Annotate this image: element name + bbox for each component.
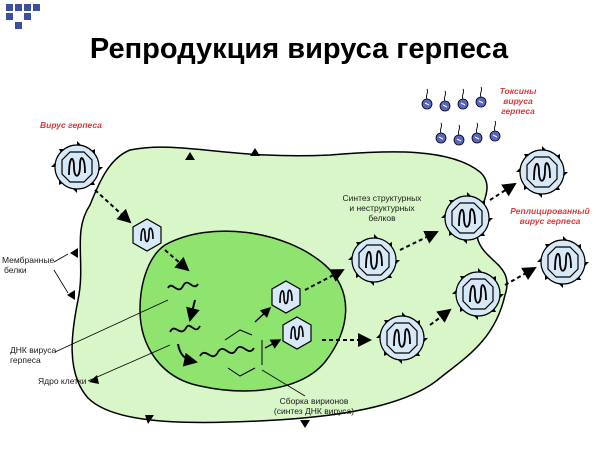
label-herpes-virus: Вирус герпеса (40, 120, 102, 130)
assembly-arrow-2 (264, 339, 282, 349)
slide-decoration (6, 4, 40, 29)
svg-text:белков: белков (368, 213, 396, 223)
viral-dna-strands (167, 281, 255, 358)
svg-text:вирус герпеса: вирус герпеса (520, 216, 581, 226)
toxin-molecules-icon (421, 86, 501, 146)
cell-nucleus (139, 230, 347, 392)
dna-synthesis-lines (224, 329, 263, 377)
release-arrow-1 (489, 182, 517, 201)
svg-text:Токсины: Токсины (500, 86, 537, 96)
svg-text:Сборка вирионов: Сборка вирионов (280, 396, 349, 406)
label-protein-synthesis: Синтез структурных и неструктурных белко… (343, 193, 423, 223)
svg-text:Синтез структурных: Синтез структурных (343, 193, 423, 203)
svg-text:и неструктурных: и неструктурных (349, 203, 415, 213)
assembly-pointer-line (261, 369, 306, 397)
label-viral-dna: ДНК вируса герпеса (10, 345, 57, 365)
label-virion-assembly: Сборка вирионов (синтез ДНК вируса) (274, 396, 354, 416)
page-title: Репродукция вируса герпеса (90, 33, 509, 65)
svg-text:ДНК вируса: ДНК вируса (10, 345, 57, 355)
nucleus-entry-arrow (164, 249, 190, 272)
dna-arrow-2 (177, 343, 198, 367)
dna-pointer-line (54, 299, 169, 353)
label-toxins: Токсины вируса герпеса (500, 86, 537, 116)
dna-arrow-1 (186, 299, 200, 322)
svg-text:герпеса: герпеса (10, 355, 41, 365)
export-arrow-1 (304, 269, 345, 291)
released-virion-1-icon (515, 145, 569, 199)
membrane-pointer-lines (53, 253, 69, 294)
released-virion-2-icon (536, 235, 590, 289)
svg-text:Реплицированный: Реплицированный (510, 206, 590, 216)
release-arrow-2 (504, 267, 537, 286)
membrane-protein-spikes (67, 148, 310, 428)
svg-text:белки: белки (4, 265, 27, 275)
svg-text:Мембранные: Мембранные (2, 255, 54, 265)
entry-arrow (94, 189, 132, 224)
assembly-arrow-1 (254, 306, 272, 323)
nucleus-pointer-line (87, 344, 171, 382)
label-replicated-virus: Реплицированный вирус герпеса (510, 206, 590, 226)
label-membrane-proteins: Мембранные белки (2, 255, 54, 275)
svg-text:(синтез ДНК вируса): (синтез ДНК вируса) (274, 406, 354, 416)
svg-text:вируса: вируса (503, 96, 533, 106)
label-cell-nucleus: Ядро клетки (38, 376, 87, 386)
svg-text:герпеса: герпеса (501, 106, 535, 116)
entering-virion-icon (50, 140, 104, 194)
